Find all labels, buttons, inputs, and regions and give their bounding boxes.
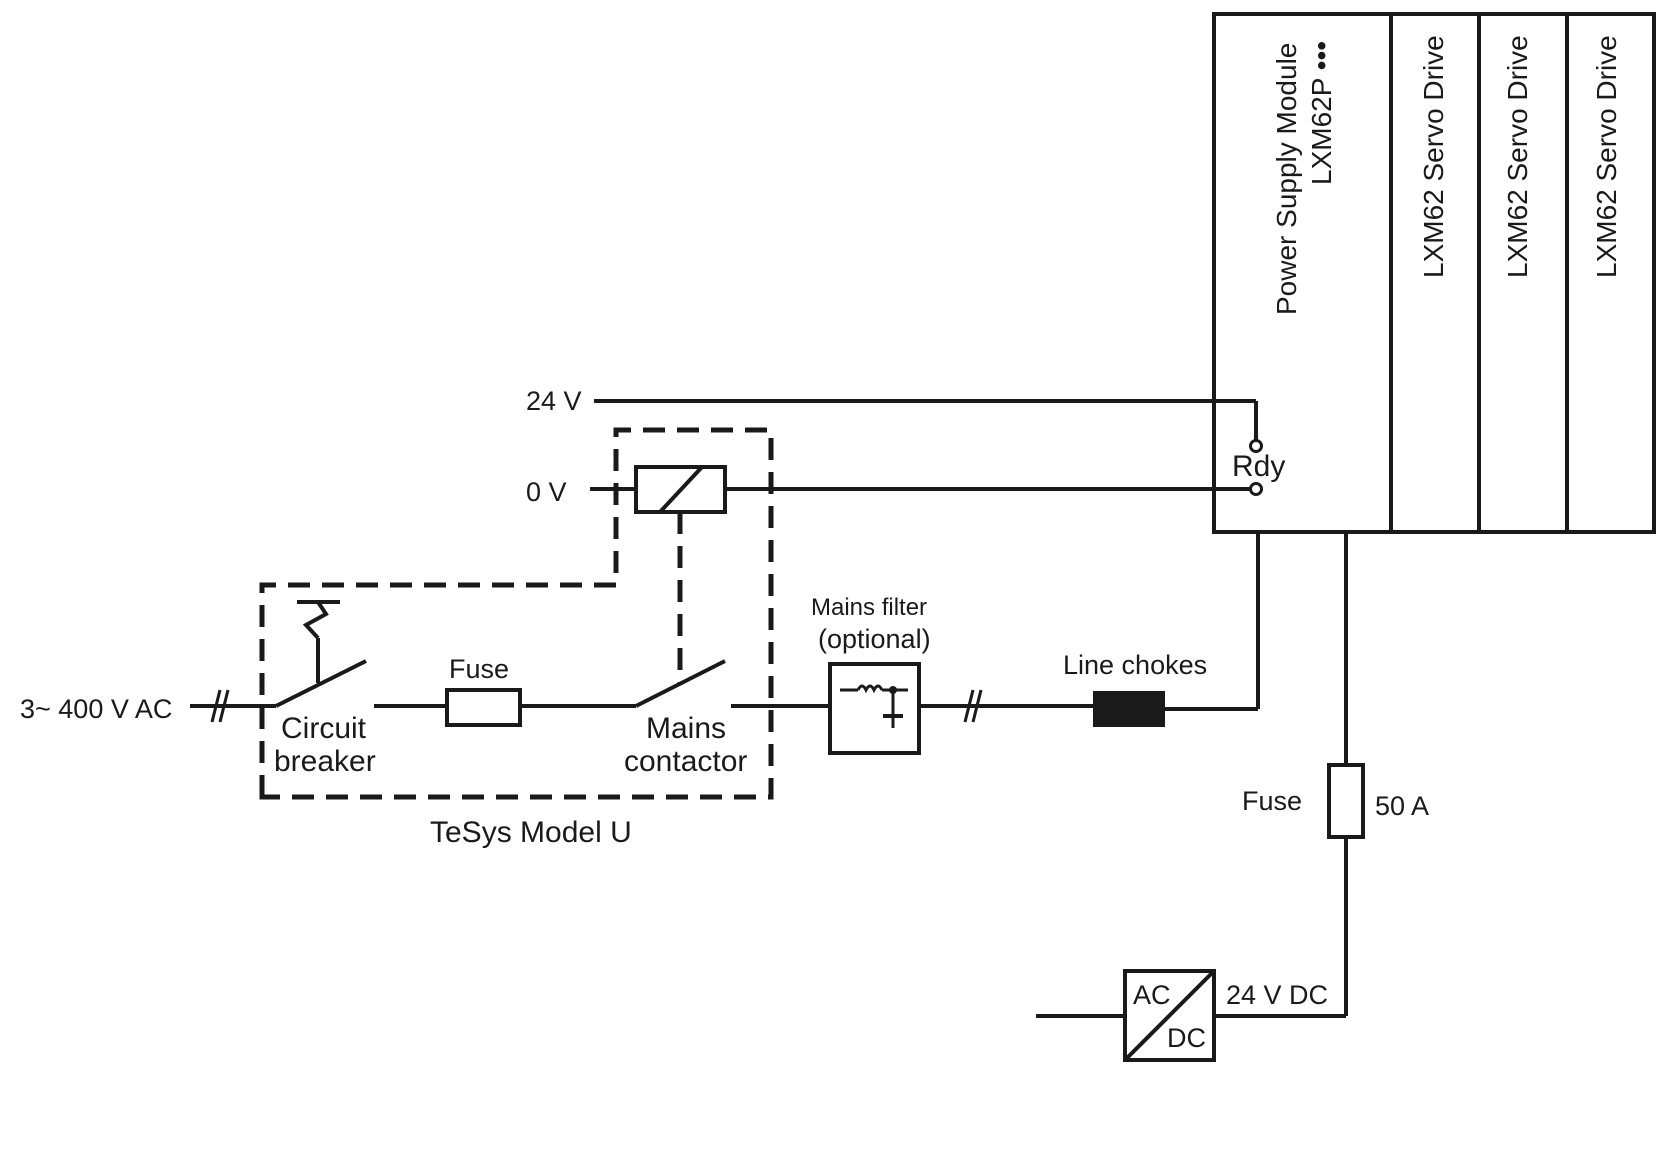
ready-contact-circuit: 24 V Rdy 0 V [526,386,1285,514]
filter-inductor [856,684,884,694]
power-supply-model-label: LXM62P ••• [1306,41,1337,185]
label-0v: 0 V [526,477,567,507]
three-phase-tick [218,689,230,723]
rdy-terminal-bottom [1249,482,1263,496]
label-fuse-dc-rating: 50 A [1375,791,1429,821]
label-mains-filter-2: (optional) [818,624,931,654]
three-phase-tick [210,689,222,723]
label-fuse-main: Fuse [449,654,509,684]
label-mains-filter-1: Mains filter [811,594,927,621]
module-rack: Power Supply Module LXM62P ••• LXM62 Ser… [1212,12,1656,534]
label-converter-dc: DC [1167,1023,1206,1053]
servo-drive-label-3: LXM62 Servo Drive [1591,35,1622,278]
label-circuit-breaker-1: Circuit [281,712,367,745]
label-converter-ac: AC [1133,980,1171,1010]
label-24v: 24 V [526,386,582,416]
coil-diagonal [658,465,704,514]
label-mains-contactor-1: Mains [646,712,726,745]
three-phase-tick [963,689,975,723]
label-circuit-breaker-2: breaker [274,745,376,778]
circuit-breaker-switch [275,659,367,708]
label-rdy: Rdy [1232,450,1285,483]
main-power-line: 3~ 400 V AC Circuit breaker Fuse Mains c… [20,512,1260,778]
label-mains-contactor-2: contactor [624,745,747,778]
rack-outline [1212,12,1656,534]
fuse-dc [1327,763,1365,839]
label-tesys-model-u: TeSys Model U [430,816,632,849]
label-line-chokes: Line chokes [1063,650,1207,680]
power-supply-module-label: Power Supply Module [1271,43,1302,315]
dc-supply-branch: Fuse 50 A 24 V DC AC DC [1036,532,1429,1062]
mains-filter [828,662,921,755]
fuse-main [445,688,522,727]
servo-drive-label-2: LXM62 Servo Drive [1502,35,1533,278]
label-fuse-dc: Fuse [1242,786,1302,816]
label-dc-output: 24 V DC [1226,980,1328,1010]
tesys-group-outline [259,427,774,800]
servo-drive-label-1: LXM62 Servo Drive [1418,35,1449,278]
circuit-breaker-trip-symbol [302,600,329,640]
label-supply-input: 3~ 400 V AC [20,694,172,724]
line-chokes [1093,691,1165,727]
converter-diagonal [1123,969,1216,1062]
three-phase-tick [971,689,983,723]
rdy-terminal-top [1249,439,1263,453]
